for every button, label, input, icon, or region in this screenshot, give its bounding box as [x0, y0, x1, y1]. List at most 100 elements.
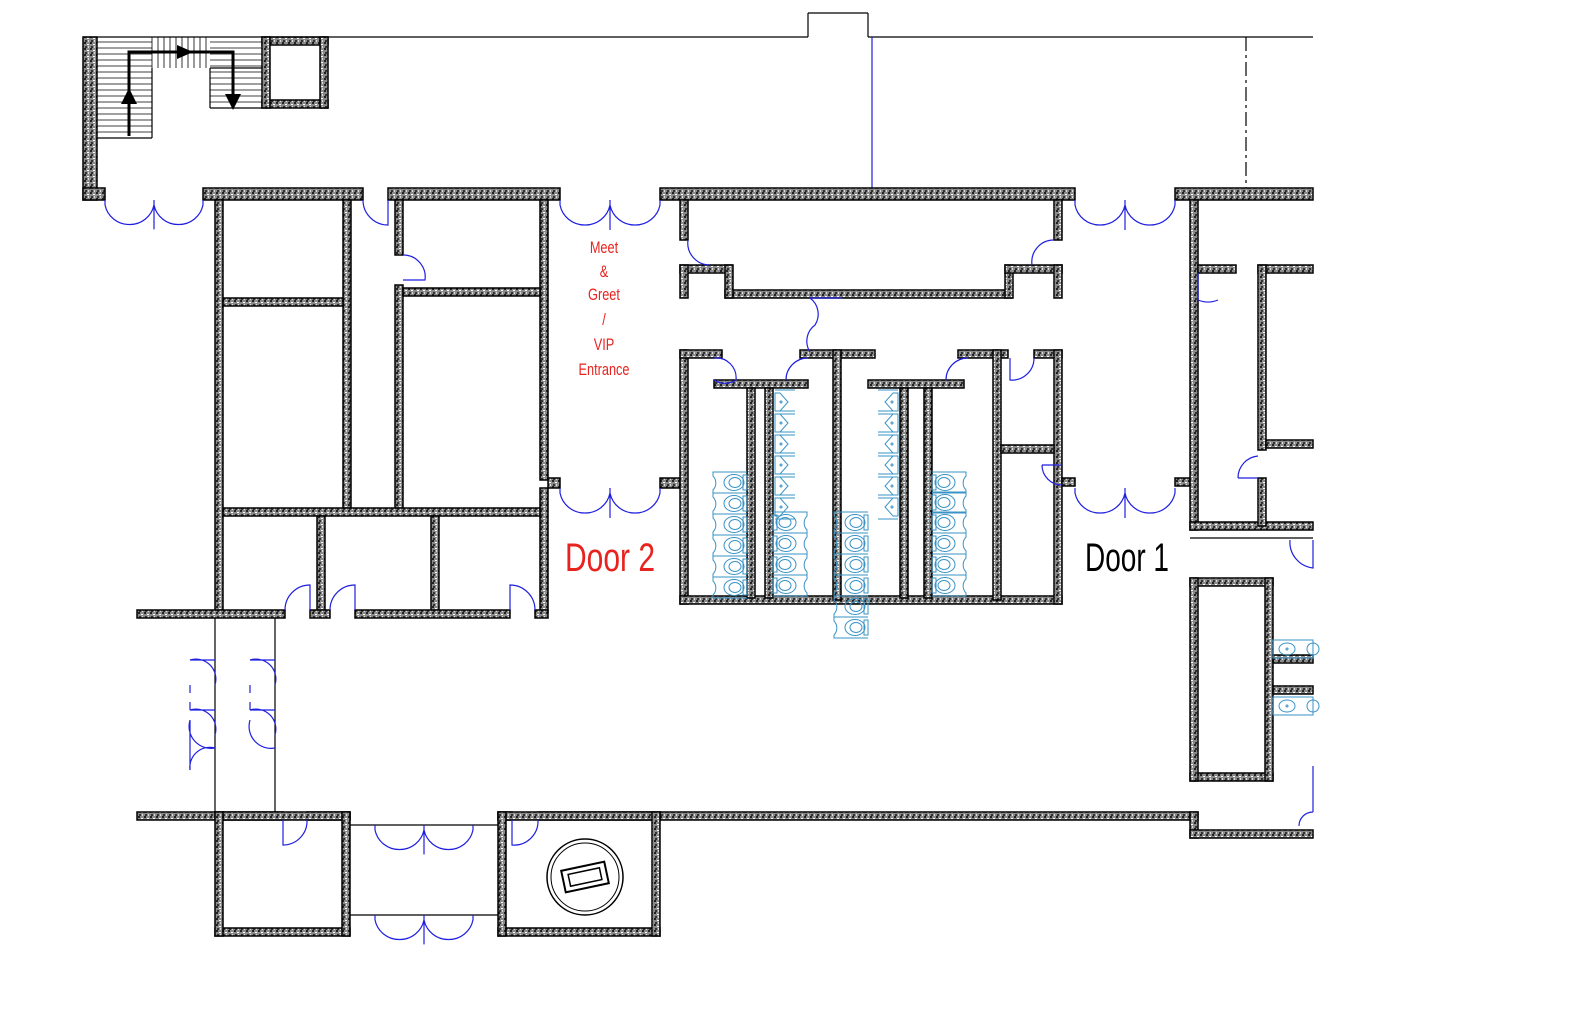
door-swing: [104, 200, 204, 230]
wall: [261, 99, 329, 109]
wall: [1053, 349, 1063, 605]
wall: [1189, 829, 1314, 839]
urinal-fixture: [774, 389, 795, 415]
wall: [679, 595, 1063, 605]
wall: [1061, 477, 1076, 487]
wall: [214, 199, 224, 613]
wall: [923, 387, 933, 599]
meet-greet-vip-label: Meet & Greet / VIP Entrance: [578, 238, 629, 379]
door-swing: [189, 658, 217, 736]
door-swing: [559, 488, 661, 518]
door-swing: [687, 239, 711, 266]
door-swing: [374, 825, 474, 855]
wall: [202, 187, 364, 201]
wall: [764, 387, 774, 599]
toilet-fixture: [712, 576, 748, 599]
urinal-fixture: [878, 431, 899, 457]
wall: [713, 379, 809, 389]
outline-lines: [83, 12, 1313, 916]
toilet-fixture: [712, 492, 748, 515]
wall: [222, 297, 344, 307]
wall: [957, 349, 1009, 359]
urinal-fixture: [774, 410, 795, 436]
door-2-label: Door 2: [565, 536, 655, 580]
wall: [679, 349, 689, 605]
wall: [651, 811, 661, 937]
urinal-fixture: [774, 473, 795, 499]
wall: [136, 609, 286, 619]
wall: [659, 477, 681, 489]
wall: [82, 36, 98, 201]
door-swing: [1298, 766, 1314, 827]
wall: [539, 199, 549, 481]
door-swing: [1289, 539, 1314, 569]
door-swing: [284, 584, 311, 611]
wall: [394, 284, 404, 511]
wall: [497, 927, 661, 937]
door-swing: [806, 297, 842, 353]
wall: [261, 36, 329, 46]
label-line: Greet: [588, 285, 621, 304]
arrow-right-icon: [177, 45, 193, 59]
toilet-fixture: [931, 574, 967, 597]
toilet-fixture: [833, 616, 869, 639]
wall: [497, 811, 661, 821]
door-swing: [713, 357, 737, 384]
wall: [1053, 264, 1063, 299]
toilet-fixture: [931, 471, 967, 494]
wall: [430, 515, 440, 613]
label-line: /: [602, 310, 606, 329]
door-swing: [1041, 464, 1063, 486]
door-swing: [509, 584, 536, 611]
door-swing: [1237, 455, 1259, 479]
toilet-fixture: [712, 471, 748, 494]
wall: [354, 609, 511, 619]
toilet-fixture: [712, 534, 748, 557]
wall: [679, 199, 689, 241]
urinal-fixture: [878, 389, 899, 415]
wall: [867, 379, 965, 389]
toilet-fixture: [772, 511, 808, 534]
arrow-up-icon: [121, 88, 137, 104]
wall: [1197, 264, 1237, 274]
wall: [1189, 521, 1314, 531]
door-swing: [282, 819, 308, 846]
door-swing: [249, 658, 277, 736]
toilet-fixture: [931, 532, 967, 555]
wall: [1272, 685, 1314, 695]
toilet-fixture: [772, 532, 808, 555]
toilet-fixture: [833, 595, 869, 618]
label-line: Meet: [590, 238, 619, 257]
urinal-fixture: [878, 410, 899, 436]
wall: [214, 811, 351, 821]
wall: [1264, 577, 1274, 782]
wall: [534, 609, 549, 619]
wall: [497, 811, 507, 937]
toilet-fixture: [833, 511, 869, 534]
walls: [82, 36, 1314, 937]
door-swing: [402, 254, 426, 281]
wall: [1189, 772, 1274, 782]
sink-fixture: [1272, 696, 1320, 716]
wall: [1189, 199, 1199, 531]
wall: [679, 349, 723, 359]
wall: [1189, 577, 1274, 587]
wall: [1189, 577, 1199, 782]
wall: [1257, 477, 1267, 527]
toilet-fixture: [712, 513, 748, 536]
toilet-fixture: [712, 555, 748, 578]
wall: [1265, 439, 1314, 449]
door-swing: [1074, 488, 1176, 518]
sink-fixture: [1272, 639, 1320, 659]
door-swing: [511, 819, 539, 846]
wall: [341, 811, 351, 937]
wall: [659, 187, 1076, 201]
wall: [214, 927, 351, 937]
wall: [1272, 654, 1314, 664]
wall: [1053, 199, 1063, 241]
staircase: [97, 37, 262, 136]
wall: [222, 507, 541, 517]
toilet-fixture: [833, 553, 869, 576]
door-swing: [188, 719, 276, 771]
